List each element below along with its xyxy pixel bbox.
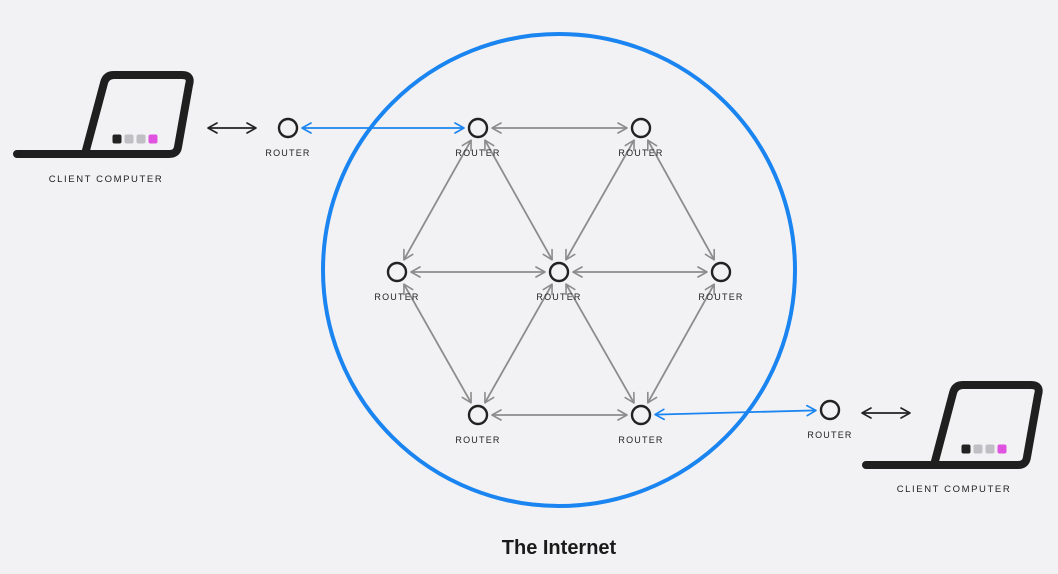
status-dot-light bbox=[985, 444, 995, 454]
client-computer-right: CLIENT COMPUTER bbox=[862, 381, 1043, 495]
link-router-top-left-to-router-middle-left bbox=[403, 139, 472, 261]
router-label: ROUTER bbox=[807, 430, 852, 440]
status-dot-dark bbox=[961, 444, 971, 454]
router-node-icon bbox=[277, 117, 299, 139]
router-top-right: ROUTER bbox=[618, 117, 663, 158]
router-top-left: ROUTER bbox=[455, 117, 500, 158]
client-computer-label: CLIENT COMPUTER bbox=[897, 484, 1012, 495]
status-dot-light bbox=[136, 134, 146, 144]
client-computer-label: CLIENT COMPUTER bbox=[49, 174, 164, 185]
router-node-icon bbox=[630, 404, 652, 426]
router-node-icon bbox=[548, 261, 570, 283]
status-dot-accent bbox=[997, 444, 1007, 454]
router-node-icon bbox=[710, 261, 732, 283]
router-node-icon bbox=[386, 261, 408, 283]
router-bottom-right: ROUTER bbox=[618, 404, 663, 445]
router-node-icon bbox=[467, 117, 489, 139]
link-router-top-left-to-router-center bbox=[484, 139, 553, 261]
router-middle-left: ROUTER bbox=[374, 261, 419, 302]
status-dot-light bbox=[973, 444, 983, 454]
router-label: ROUTER bbox=[455, 148, 500, 158]
link-router-bottom-right-to-router-right-edge bbox=[654, 404, 817, 421]
link-router-center-to-router-bottom-left bbox=[484, 283, 553, 404]
router-label: ROUTER bbox=[698, 292, 743, 302]
router-label: ROUTER bbox=[536, 292, 581, 302]
internet-boundary bbox=[321, 32, 797, 508]
router-middle-right: ROUTER bbox=[698, 261, 743, 302]
router-node-icon bbox=[630, 117, 652, 139]
router-node-icon bbox=[467, 404, 489, 426]
router-node-icon bbox=[819, 399, 841, 421]
router-label: ROUTER bbox=[618, 435, 663, 445]
link-router-middle-right-to-router-bottom-right bbox=[646, 283, 716, 404]
diagram-title: The Internet bbox=[502, 537, 617, 559]
laptop-icon bbox=[862, 381, 1043, 469]
router-label: ROUTER bbox=[455, 435, 500, 445]
status-dot-accent bbox=[148, 134, 158, 144]
router-label: ROUTER bbox=[265, 148, 310, 158]
laptop-icon bbox=[13, 71, 194, 158]
router-right-edge: ROUTER bbox=[807, 399, 852, 440]
client-computer-left: CLIENT COMPUTER bbox=[13, 71, 194, 185]
router-left-edge: ROUTER bbox=[265, 117, 310, 158]
status-dot-light bbox=[124, 134, 134, 144]
router-label: ROUTER bbox=[374, 292, 419, 302]
router-label: ROUTER bbox=[618, 148, 663, 158]
status-dot-dark bbox=[112, 134, 122, 144]
router-center: ROUTER bbox=[536, 261, 581, 302]
link-router-center-to-router-bottom-right bbox=[565, 283, 635, 404]
router-bottom-left: ROUTER bbox=[455, 404, 500, 445]
link-router-top-right-to-router-middle-right bbox=[646, 139, 716, 261]
connections bbox=[207, 122, 911, 421]
link-router-top-right-to-router-center bbox=[565, 139, 635, 261]
link-router-middle-left-to-router-bottom-left bbox=[403, 283, 472, 404]
